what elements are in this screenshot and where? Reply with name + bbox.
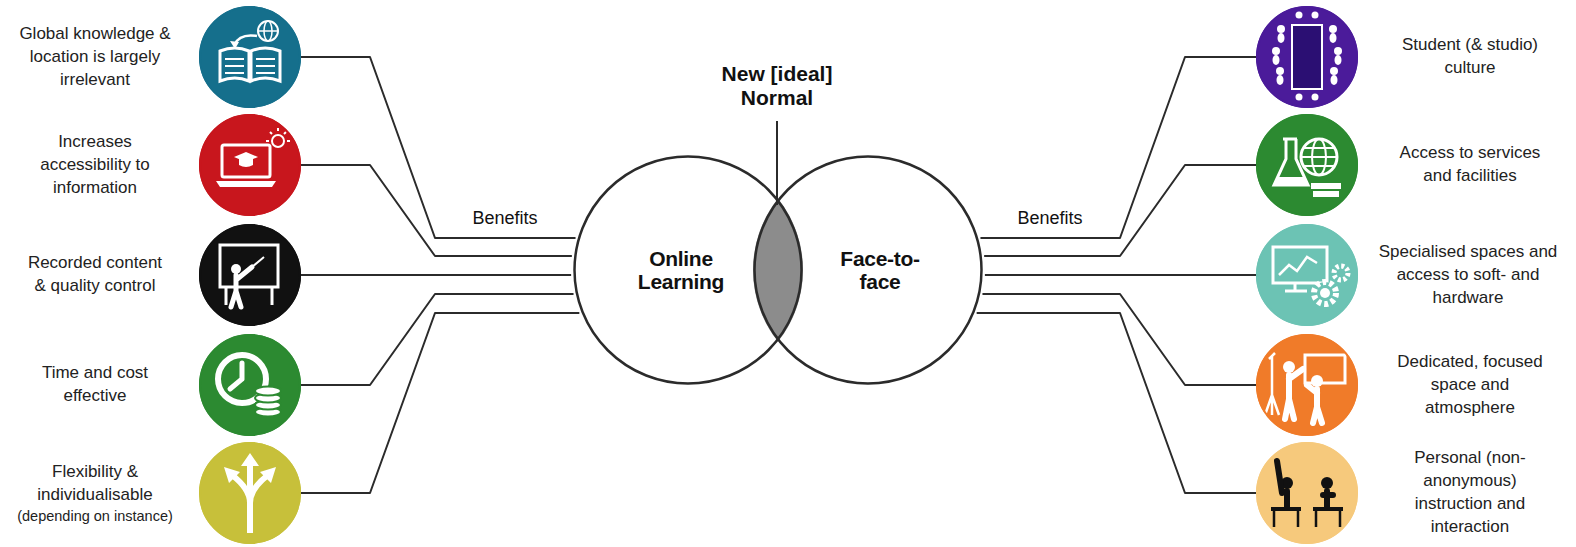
benefit-text: Global knowledge & location is largely i… <box>7 23 183 92</box>
circle-ring <box>575 157 802 384</box>
benefit-text: Flexibility & individualisable <box>7 461 183 507</box>
benefit-text: Student (& studio) culture <box>1388 34 1553 80</box>
benefit-icon: Time and cost effective <box>199 334 301 436</box>
benefit-connector <box>977 313 1256 493</box>
benefit-text: Recorded content & quality control <box>20 252 170 298</box>
icon-outline <box>199 224 301 326</box>
circle-title: Online Learning <box>626 247 736 293</box>
benefit-icon: Personal (non-anonymous) instruction and… <box>1256 442 1358 544</box>
icon-ring <box>200 225 300 325</box>
overlap-title: New [ideal] Normal <box>707 62 847 110</box>
benefit-icon: Increases accessibility to information <box>199 114 301 216</box>
circle-content: Online Learning <box>573 155 803 385</box>
benefits-label: Benefits <box>450 208 560 230</box>
venn-circle: Face-to-face <box>753 155 983 385</box>
circle-content: Face-to-face <box>753 155 983 385</box>
benefit-icon: Global knowledge & location is largely i… <box>199 6 301 108</box>
icon-ring <box>1257 7 1357 107</box>
benefit-icon: Flexibility & individualisable(depending… <box>199 442 301 544</box>
software-hardware-icon <box>1256 224 1358 326</box>
benefit-icon: Recorded content & quality control <box>199 224 301 326</box>
benefit-icon: Specialised spaces and access to soft- a… <box>1256 224 1358 326</box>
icon-ring <box>200 443 300 543</box>
icon-ring <box>1257 443 1357 543</box>
benefit-label: Recorded content & quality control <box>20 252 170 298</box>
benefit-text: Access to services and facilities <box>1388 142 1553 188</box>
benefit-connector <box>301 274 571 276</box>
overlap-lens <box>753 198 803 341</box>
icon-outline <box>1256 114 1358 216</box>
paths-icon <box>199 442 301 544</box>
benefit-note: (depending on instance) <box>7 507 183 526</box>
benefit-label: Student (& studio) culture <box>1388 34 1553 80</box>
circle-title: Face-to-face <box>825 247 935 293</box>
icon-outline <box>199 334 301 436</box>
icon-ring <box>200 7 300 107</box>
benefit-connector <box>984 165 1256 256</box>
benefit-label: Specialised spaces and access to soft- a… <box>1370 241 1566 310</box>
benefit-connector <box>985 274 1256 276</box>
presenters-icon <box>1256 334 1358 436</box>
benefit-label: Access to services and facilities <box>1388 142 1553 188</box>
icon-outline <box>1256 334 1358 436</box>
benefit-text: Specialised spaces and access to soft- a… <box>1370 241 1566 310</box>
clock-coins-icon <box>199 334 301 436</box>
benefit-text: Personal (non-anonymous) instruction and… <box>1395 447 1545 539</box>
students-desks-icon <box>1256 442 1358 544</box>
benefit-connector <box>301 165 572 256</box>
benefit-label: Time and cost effective <box>29 362 161 408</box>
laptop-icon <box>199 114 301 216</box>
book-icon <box>199 6 301 108</box>
circle-ring <box>755 157 982 384</box>
icon-ring <box>1257 115 1357 215</box>
icon-outline <box>1256 224 1358 326</box>
benefit-connector <box>980 57 1256 238</box>
benefit-label: Personal (non-anonymous) instruction and… <box>1395 447 1545 539</box>
benefit-label: Increases accessibility to information <box>25 131 165 200</box>
benefit-text: Increases accessibility to information <box>25 131 165 200</box>
benefit-icon: Dedicated, focused space and atmosphere <box>1256 334 1358 436</box>
icon-outline <box>199 442 301 544</box>
icon-ring <box>1257 225 1357 325</box>
icon-ring <box>1257 335 1357 435</box>
benefit-label: Flexibility & individualisable(depending… <box>7 461 183 526</box>
benefit-label: Dedicated, focused space and atmosphere <box>1388 351 1553 420</box>
teacher-board-icon <box>199 224 301 326</box>
venn-circle: Online Learning <box>573 155 803 385</box>
benefits-label: Benefits <box>995 208 1105 230</box>
icon-ring <box>200 115 300 215</box>
benefit-text: Dedicated, focused space and atmosphere <box>1388 351 1553 420</box>
icon-outline <box>199 114 301 216</box>
icon-ring <box>200 335 300 435</box>
icon-outline <box>1256 442 1358 544</box>
student-culture-icon <box>1256 6 1358 108</box>
benefit-text: Time and cost effective <box>29 362 161 408</box>
benefit-connector <box>301 294 574 385</box>
benefit-connector <box>301 313 579 493</box>
benefit-label: Global knowledge & location is largely i… <box>7 23 183 92</box>
lab-globe-icon <box>1256 114 1358 216</box>
overlap-pointer <box>776 121 778 205</box>
icon-outline <box>199 6 301 108</box>
benefit-icon: Student (& studio) culture <box>1256 6 1358 108</box>
benefit-connector <box>982 294 1256 385</box>
benefit-connector <box>301 57 576 238</box>
benefit-icon: Access to services and facilities <box>1256 114 1358 216</box>
icon-outline <box>1256 6 1358 108</box>
